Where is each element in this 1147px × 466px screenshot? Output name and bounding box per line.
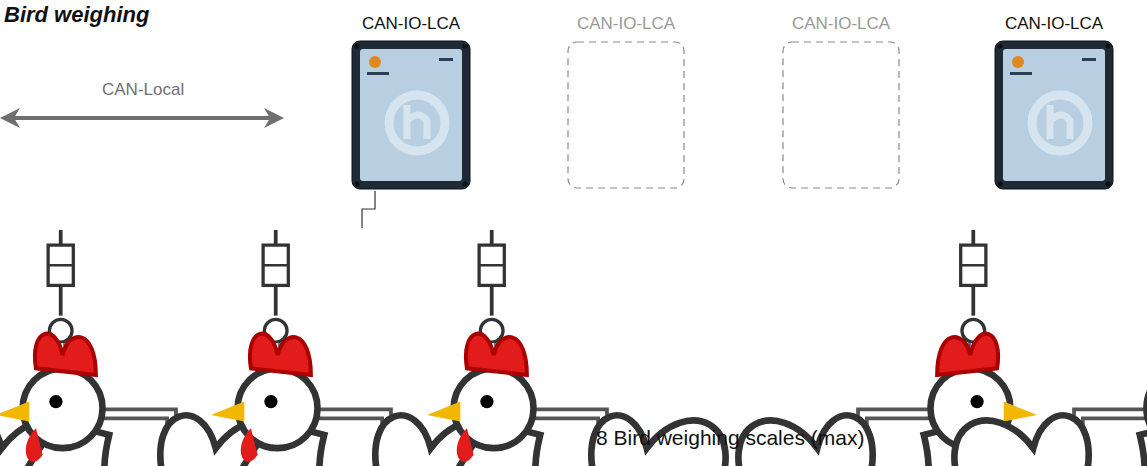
- placeholder-device: [781, 40, 901, 190]
- io-module: CAN-IO-LCA: [781, 14, 901, 190]
- module-label: CAN-IO-LCA: [566, 14, 686, 34]
- diagram-caption: 8 Bird weighing scales (max): [596, 426, 864, 450]
- io-module: CAN-IO-LCA: [351, 14, 471, 190]
- diagram-title: Bird weighing: [4, 2, 149, 28]
- bus-arrow: [4, 116, 280, 120]
- device-housing: [994, 40, 1114, 190]
- io-module: CAN-IO-LCA: [566, 14, 686, 190]
- module-label: CAN-IO-LCA: [994, 14, 1114, 34]
- module-label: CAN-IO-LCA: [781, 14, 901, 34]
- module-label: CAN-IO-LCA: [351, 14, 471, 34]
- bird-scale: [954, 230, 1147, 466]
- device-housing: [351, 40, 471, 190]
- wire: [362, 191, 375, 228]
- bus-label: CAN-Local: [102, 80, 184, 100]
- placeholder-device: [566, 40, 686, 190]
- io-module: CAN-IO-LCA: [994, 14, 1114, 190]
